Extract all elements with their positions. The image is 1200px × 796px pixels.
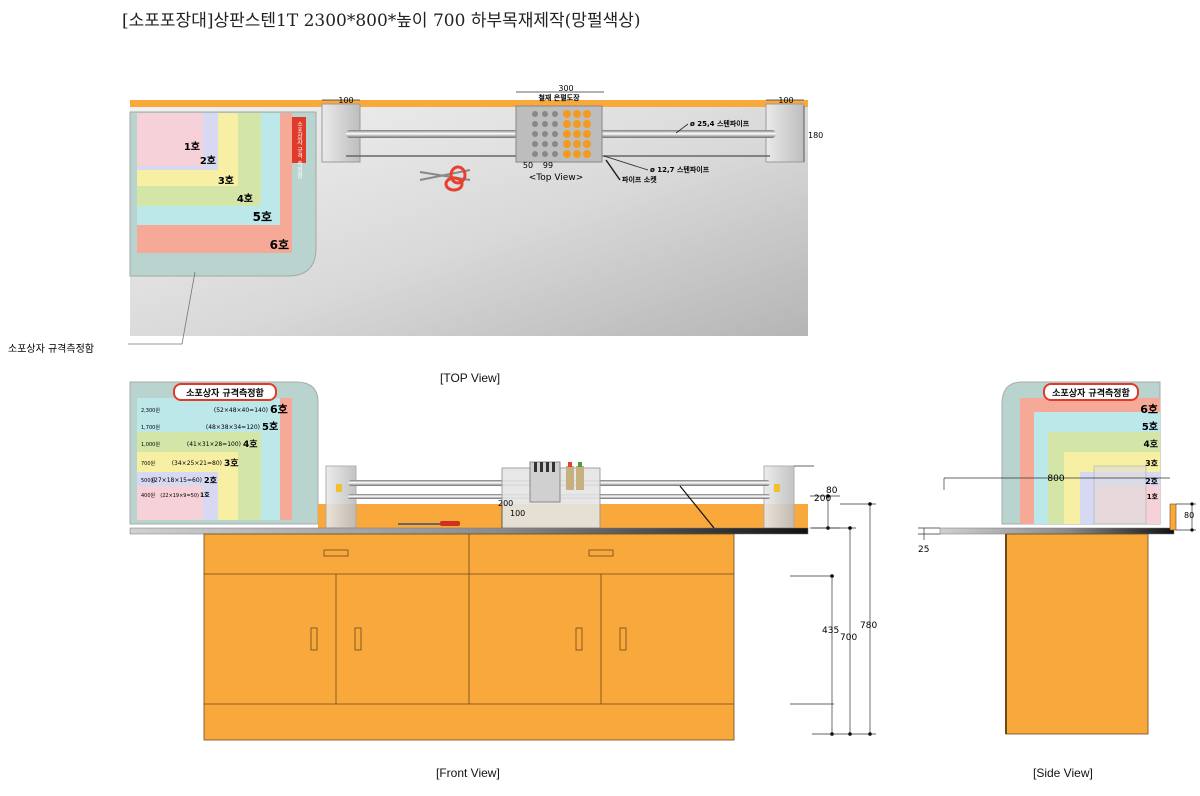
side-dim-800: 800 xyxy=(1047,474,1064,484)
pipe-254-label: ø 25,4 스텐파이프 xyxy=(690,119,750,128)
side-size-label: 5호 xyxy=(1142,420,1158,433)
front-row-size: 1호 xyxy=(200,491,210,499)
side-size-label: 6호 xyxy=(1140,402,1158,416)
front-board-title: 소포상자 규격측정함 xyxy=(186,387,264,399)
front-dim-200a: 200 xyxy=(498,499,513,508)
pipe-127-label: ø 12,7 스텐파이프 xyxy=(650,165,710,174)
top-size-label: 3호 xyxy=(218,174,234,187)
top-size-label: 2호 xyxy=(200,154,216,167)
top-view: 1호 2호 3호 4호 5호 6호 소포상자 규격 측정함 xyxy=(8,84,823,355)
top-sign-text: 소포상자 규격 측정함 xyxy=(296,121,303,179)
top-hole-grid xyxy=(532,110,591,158)
side-size-label: 3호 xyxy=(1145,458,1159,468)
front-row-spec: (52×48×40=140) xyxy=(214,407,268,414)
top-dim-depth: 180 xyxy=(808,131,823,140)
top-dim-left: 100 xyxy=(338,96,353,105)
front-dim-700: 700 xyxy=(840,633,857,643)
top-back-edge xyxy=(130,100,808,107)
front-row-spec: (27×18×15=60) xyxy=(152,477,202,484)
drawer-handle xyxy=(588,549,614,557)
callout-label: 소포상자 규격측정함 xyxy=(8,342,94,355)
dim-50: 50 xyxy=(523,161,533,170)
top-dim-center: 300 xyxy=(558,84,573,93)
front-row-size: 4호 xyxy=(243,439,258,450)
side-dim-80: 80 xyxy=(1184,511,1194,520)
front-view: 소포상자 규격측정함 2,300원 (52×48×40=140) 6호 1,70… xyxy=(129,381,877,741)
top-size-label: 5호 xyxy=(253,210,272,224)
side-cabinet xyxy=(1005,533,1149,735)
top-sign xyxy=(292,117,306,163)
side-size-label: 2호 xyxy=(1145,476,1159,486)
front-row-price: 400원 xyxy=(141,492,156,499)
side-board-banner xyxy=(1043,383,1139,401)
side-view: 소포상자 규격측정함 6호 5호 4호 3호 2호 1호 800 80 25 xyxy=(918,381,1196,735)
front-view-label: [Front View] xyxy=(436,766,500,780)
front-row-spec: (48×38×34=120) xyxy=(206,424,260,431)
dim-99: 99 xyxy=(543,161,553,170)
front-dim-780: 780 xyxy=(860,621,877,631)
side-board-title: 소포상자 규격측정함 xyxy=(1052,387,1130,399)
door-handle xyxy=(619,627,627,651)
front-row-spec: (22×19×9=50) xyxy=(160,493,199,499)
front-row-spec: (41×31×28=100) xyxy=(187,441,241,448)
front-dim-200b: 200 xyxy=(814,494,831,504)
side-view-label: [Side View] xyxy=(1033,766,1093,780)
door-handle xyxy=(354,627,362,651)
front-countertop xyxy=(129,527,809,535)
front-row-size: 2호 xyxy=(204,475,218,485)
top-pipe-left xyxy=(346,130,518,138)
front-dim-435: 435 xyxy=(822,626,839,636)
top-size-label: 6호 xyxy=(270,238,289,252)
side-size-label: 1호 xyxy=(1147,492,1159,501)
front-board-banner xyxy=(173,383,277,401)
front-row-price: 1,000원 xyxy=(141,441,160,448)
front-dim-80: 80 xyxy=(826,486,838,496)
top-size-label: 4호 xyxy=(237,192,253,205)
side-countertop xyxy=(939,527,1175,535)
front-row-spec: (34×25×21=80) xyxy=(172,460,222,467)
door-handle xyxy=(575,627,583,651)
front-row-size: 6호 xyxy=(270,402,288,416)
door-handle xyxy=(310,627,318,651)
pipe-socket-label: 파이프 소켓 xyxy=(622,175,657,184)
page-title: [소포포장대]상판스텐1T 2300*800*높이 700 하부목재제작(망펄색… xyxy=(122,11,641,31)
front-row-price: 2,300원 xyxy=(141,407,160,414)
side-size-label: 4호 xyxy=(1143,439,1158,450)
coating-note: 철재 은펄도장 xyxy=(538,93,580,102)
scissors-icon xyxy=(419,165,471,192)
front-row-size: 5호 xyxy=(262,420,278,433)
front-row-price: 1,700원 xyxy=(141,424,160,431)
top-dim-right: 100 xyxy=(778,96,793,105)
top-view-label: [TOP View] xyxy=(440,371,501,385)
top-pipe-right xyxy=(594,130,776,138)
top-size-label: 1호 xyxy=(184,140,200,153)
front-row-size: 3호 xyxy=(224,458,239,469)
side-back-strip xyxy=(1169,503,1177,531)
front-row-price: 700원 xyxy=(141,460,156,467)
front-dim-100: 100 xyxy=(510,509,525,518)
side-dim-25: 25 xyxy=(918,545,929,555)
front-row-price: 500원 xyxy=(141,477,156,484)
drawer-handle xyxy=(323,549,349,557)
inset-label: <Top View> xyxy=(529,173,584,183)
